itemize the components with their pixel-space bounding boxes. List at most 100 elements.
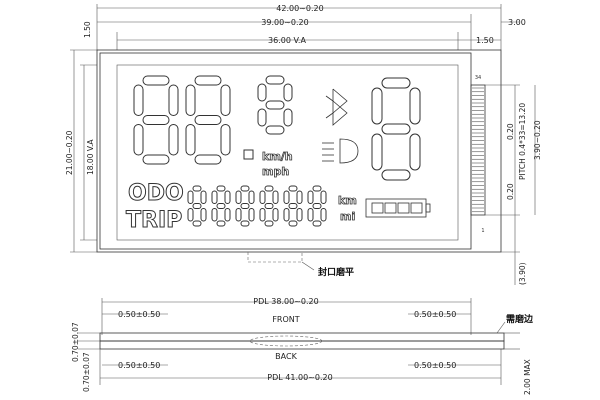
edge-bottom-right-label: 0.50±0.50 [414,361,456,370]
lcd-segment [216,203,226,209]
lcd-segment [133,84,144,116]
distance-unit-mi: mi [340,210,355,223]
view-area-height-label: 18.00 V.A [86,139,95,175]
lcd-segment [142,115,170,125]
lcd-segment [272,190,279,204]
speed-digit-2 [185,75,231,165]
thickness-bottom-label: 0.70±0.07 [82,352,91,392]
lcd-segment [220,124,231,156]
lcd-segment [257,108,267,127]
pin-spacing-label: 0.20 [506,123,515,140]
lcd-segment [257,83,267,102]
lcd-segment [371,87,383,125]
back-label: BACK [275,352,297,361]
speed-unit-mph: mph [262,165,289,178]
odometer-digit [235,185,255,227]
lcd-segment [272,208,279,222]
odo-label: ODO [128,181,184,206]
lcd-segment [192,185,202,192]
edge-top-right-label: 0.50±0.50 [414,310,456,319]
lcd-segment [224,208,231,222]
lcd-segment [194,115,222,125]
lcd-segment [283,208,290,222]
lcd-view-area [116,64,459,241]
lcd-segment [265,125,285,135]
edge-top-left-label: 0.50±0.50 [118,310,160,319]
overall-height-label: 21.00~0.20 [65,130,74,175]
lcd-segment [216,220,226,227]
lcd-segment [264,185,274,192]
lcd-segment [312,220,322,227]
battery-icon [365,198,431,218]
bottom-ref-label: (3.90) [518,262,527,285]
lcd-segment [320,208,327,222]
pin-bottom-label: 0.20 [506,183,515,200]
odometer-digits [187,185,327,227]
lcd-segment [194,75,222,86]
lcd-segment [248,208,255,222]
lcd-segment [142,154,170,165]
right-offset-label: 3.00 [508,18,526,27]
lcd-segment [192,220,202,227]
pdl-bottom-label: PDL 41.00~0.20 [267,373,332,382]
top-margin-label: 1.50 [83,21,92,38]
side-view: PDL 38.00~0.20 0.50±0.50 0.50±0.50 FRONT… [71,297,534,395]
lcd-segment [381,123,411,135]
lcd-segment [200,208,207,222]
left-dimensions: 21.00~0.20 18.00 V.A [65,49,97,253]
lcd-segment [259,208,266,222]
distance-unit-km: km [338,194,357,207]
lcd-segment [288,185,298,192]
lcd-segment [168,124,179,156]
pin-height-label: 3.90~0.20 [533,120,542,160]
lcd-segment [187,208,194,222]
lcd-segment [200,190,207,204]
lcd-segment [240,203,250,209]
lcd-segment [283,190,290,204]
lcd-segment [264,203,274,209]
trip-label: TRIP [126,208,182,233]
lcd-segment [192,203,202,209]
edge-grinding-note: 需磨边 [506,313,534,325]
thickness-top-label: 0.70±0.07 [71,322,80,362]
top-dimensions: 42.00~0.20 39.00~0.20 3.00 36.00 V.A 1.5… [83,4,526,50]
view-area-width-label: 36.00 V.A [268,36,306,45]
odometer-digit [187,185,207,227]
decimal-point [243,149,254,160]
lcd-segment [265,75,285,85]
lcd-segment [320,190,327,204]
lcd-segment [224,190,231,204]
lcd-segment [259,190,266,204]
lcd-segment [288,203,298,209]
glass-width-label: 39.00~0.20 [261,18,308,27]
speed-unit-kmh: km/h [262,150,293,163]
right-margin-label: 1.50 [476,36,494,45]
lcd-segment [220,84,231,116]
seal-marker: 封口磨平 [247,252,354,278]
lcd-segment [288,220,298,227]
odometer-digit [307,185,327,227]
odometer-digit [211,185,231,227]
lcd-segment [185,124,196,156]
lcd-segment [142,75,170,86]
lcd-segment [381,169,411,181]
lcd-segment [307,190,314,204]
lcd-outer-frame [96,49,502,253]
lcd-segment [307,208,314,222]
pdl-top-label: PDL 38.00~0.20 [253,297,318,306]
edge-bottom-left-label: 0.50±0.50 [118,361,160,370]
lcd-segment [409,87,421,125]
lcd-segment [296,190,303,204]
lcd-segment [283,83,293,102]
lcd-segment [381,77,411,89]
lcd-segment [312,203,322,209]
pin-connector: 34 1 [470,75,486,234]
lcd-segment [248,190,255,204]
seal-side-view [249,335,323,347]
lcd-segment [187,190,194,204]
right-large-digit [371,77,421,181]
lcd-segment [240,220,250,227]
lcd-segment [168,84,179,116]
glass-back-layer [99,340,505,350]
speed-digits [133,75,421,181]
